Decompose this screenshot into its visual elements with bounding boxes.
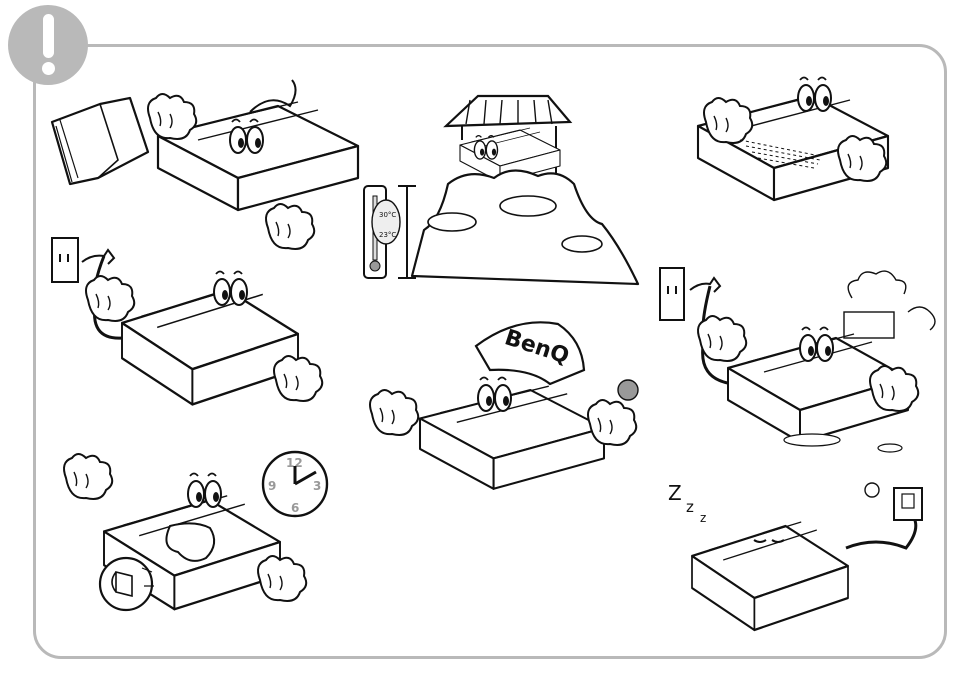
sleep-z-2: z [686,498,694,516]
closed-eyes-icon [753,539,785,543]
height-marker [398,185,416,279]
glove-hand-icon [869,365,920,412]
clock-numeral-3: 3 [313,479,321,493]
wall-outlet-icon [51,237,79,283]
thumbs-up-hand-icon [587,399,638,446]
cloud-icon [561,235,603,253]
clock-numeral-6: 6 [291,501,299,515]
power-plug-icon [689,276,722,293]
clock-numeral-12: 12 [286,456,303,470]
thermometer-label-low: 23°C [379,231,396,239]
glove-hand-icon [257,555,308,602]
projector-body [690,520,850,632]
warning-badge [8,5,88,85]
scene-lamp-cooldown: 12 3 6 9 [63,450,329,612]
mountain-icon [410,169,640,286]
steam-cloud-icon [847,270,907,299]
wall-outlet-icon [659,267,685,321]
rounded-frame [33,44,947,659]
scene-brand-thumbs-up: BenQ [369,321,639,490]
water-puddle-icon [877,443,903,453]
glove-hand-icon [369,389,420,436]
exclamation-icon [43,14,54,58]
cloud-icon [427,212,477,232]
sleep-z-3: z [700,511,706,525]
glove-hand-icon [85,275,136,322]
scene-unplug-cord [51,237,324,406]
glove-hand-icon [63,453,114,500]
scene-moisture-hazard [659,267,936,453]
sparkle-icon [617,379,639,401]
scene-vent-clearance [696,76,890,202]
steam-cloud-icon [907,306,936,331]
scene-altitude-temperature: 30°C 23°C [363,94,640,286]
exclamation-dot-icon [42,62,55,75]
lamp-magnifier-icon [98,556,154,612]
glove-hand-icon [147,93,198,140]
clock-numeral-9: 9 [268,479,276,493]
glove-hand-icon [703,97,754,144]
cloud-icon [499,195,557,217]
glove-hand-icon [273,355,324,402]
sleep-z-1: Z [668,481,682,505]
glove-hand-icon [697,315,748,362]
thermometer-label-high: 30°C [379,211,396,219]
power-cord [845,517,918,550]
speech-bubble-icon [864,482,880,498]
scene-sleep-unplugged: Z z z [668,481,923,632]
stove-icon [843,311,895,339]
brand-cap-icon [474,321,586,386]
projector-body [418,385,606,490]
water-puddle-icon [783,433,841,447]
roof-icon [443,94,573,128]
power-plug-icon [81,248,116,265]
glove-hand-icon [265,203,316,250]
scene-read-manual [50,79,360,250]
projector-mouth [165,522,216,562]
projector-body [120,284,300,406]
